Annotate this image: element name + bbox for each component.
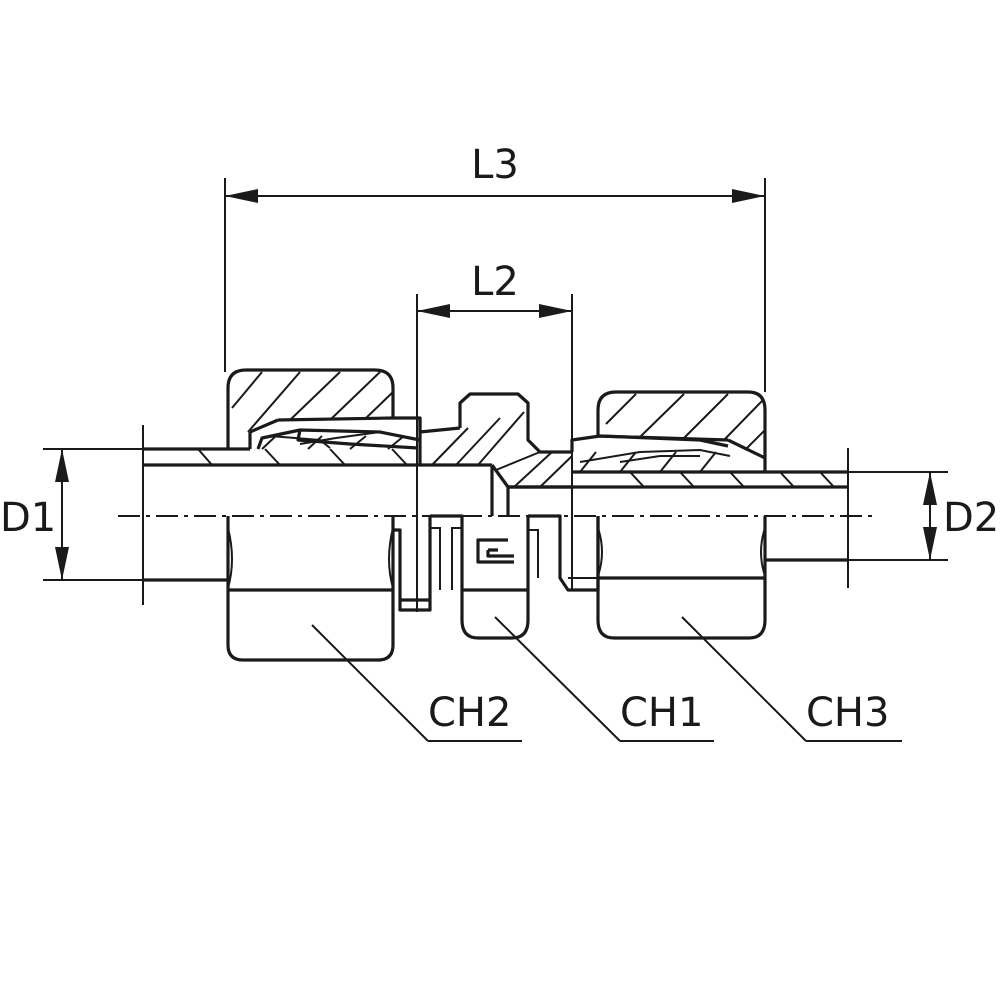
leader-ch2	[311, 624, 522, 742]
dimension-l2	[416, 294, 573, 612]
right-ferrule	[570, 434, 765, 474]
dimension-d2	[848, 471, 948, 561]
fitting-body	[393, 392, 600, 640]
leader-ch1	[494, 616, 714, 742]
leader-ch3	[681, 616, 902, 742]
label-ch3: CH3	[806, 690, 889, 736]
label-d2: D2	[943, 495, 999, 541]
right-nut	[596, 390, 767, 640]
label-l2: L2	[471, 259, 519, 305]
label-d1: D1	[0, 495, 56, 541]
left-tube	[142, 425, 420, 605]
right-tube	[508, 448, 849, 588]
dimension-d1	[43, 448, 143, 581]
label-ch2: CH2	[428, 690, 511, 736]
dimension-l3	[224, 178, 766, 392]
logo-mark	[476, 538, 514, 564]
left-nut	[226, 368, 395, 662]
label-ch1: CH1	[620, 690, 703, 736]
left-ferrule	[197, 428, 421, 466]
label-l3: L3	[471, 142, 519, 188]
